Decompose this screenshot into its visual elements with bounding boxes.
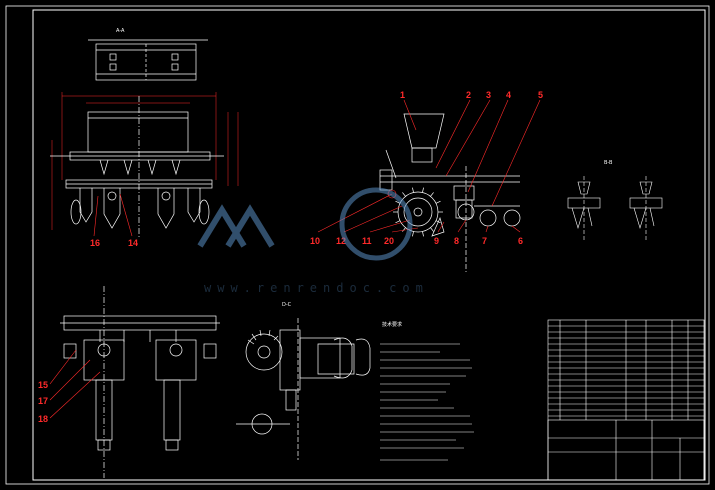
wheel-spike	[422, 231, 424, 237]
callout-5: 5	[538, 90, 543, 100]
callout-10: 10	[310, 236, 320, 246]
wheel-spike	[395, 200, 401, 204]
technical-notes: 技术要求	[380, 321, 474, 461]
callout-12: 12	[336, 236, 346, 246]
middle-view-label: D-C	[282, 302, 292, 308]
callout-15: 15	[38, 380, 48, 390]
wheel-spike	[412, 187, 414, 193]
top-view-label: A-A	[116, 28, 125, 34]
top-plan-view: A-A	[88, 28, 208, 81]
side-callouts-bottom: 10 12 11 20 9 8 7 6	[310, 236, 523, 246]
callout-6: 6	[518, 236, 523, 246]
right-detail-view: B-B	[567, 160, 663, 240]
callout-14: 14	[128, 238, 138, 248]
wheel-spike	[422, 187, 424, 193]
wheel-spike	[395, 220, 401, 224]
callout-11: 11	[362, 236, 372, 246]
bottom-plan-view	[60, 286, 220, 478]
callout-17: 17	[38, 396, 48, 406]
inner-frame	[32, 9, 706, 481]
callout-7: 7	[482, 236, 487, 246]
notes-lines	[380, 343, 474, 461]
front-view	[50, 92, 239, 238]
side-callout-leaders	[317, 99, 541, 233]
callout-2: 2	[466, 90, 471, 100]
wheel-spike	[430, 192, 434, 197]
wheel-spike	[430, 227, 434, 232]
side-view	[379, 113, 521, 272]
watermark-logo-figures	[197, 204, 275, 248]
watermark: www.renrendoc.com	[197, 187, 429, 295]
callout-8a: 8	[454, 236, 459, 246]
callout-1: 1	[400, 90, 405, 100]
outer-frame	[5, 5, 710, 485]
side-callouts-top: 1 2 3 4 5	[400, 90, 543, 100]
wheel-spike	[435, 200, 441, 204]
bottom-callouts: 15 17 18	[38, 349, 101, 424]
wheel-spike	[402, 227, 406, 232]
callout-3: 3	[486, 90, 491, 100]
front-callouts: 16 14	[90, 193, 138, 248]
middle-section-view: D-C	[236, 302, 371, 460]
watermark-logo-ring	[339, 187, 413, 261]
callout-4: 4	[506, 90, 511, 100]
callout-18: 18	[38, 414, 48, 424]
title-block	[547, 319, 705, 481]
callout-20: 20	[384, 236, 394, 246]
callout-9: 9	[434, 236, 439, 246]
wheel-spike	[412, 231, 414, 237]
wheel-spike	[402, 192, 406, 197]
side-view-label: B-B	[604, 160, 613, 166]
watermark-url: www.renrendoc.com	[204, 281, 429, 295]
callout-16-top: 16	[90, 238, 100, 248]
notes-title: 技术要求	[382, 321, 402, 328]
